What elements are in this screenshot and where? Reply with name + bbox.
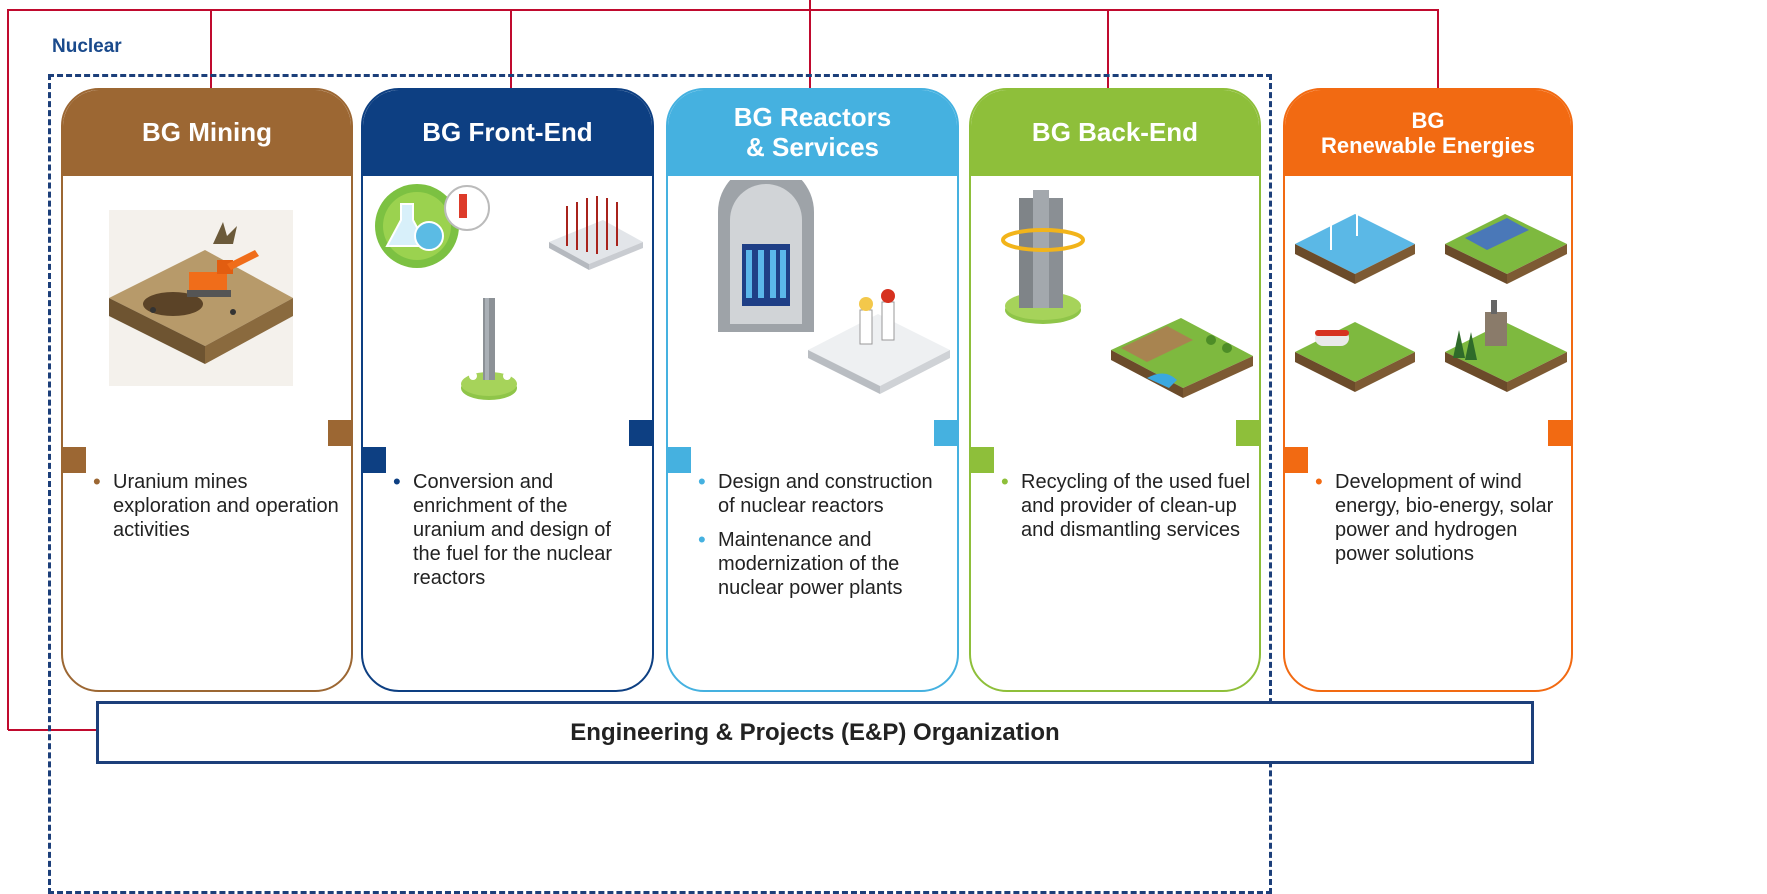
card-bullet-list: •Recycling of the used fuel and provider… [999,470,1251,552]
card-bullet-list: •Design and construction of nuclear reac… [696,470,949,610]
card-title: BG Front-End [422,117,593,148]
nuclear-group-label: Nuclear [52,36,122,57]
card-corner-marker [63,447,86,473]
card-bullet-list: •Conversion and enrichment of the uraniu… [391,470,644,600]
card-bg-reactors-services: BG Reactors & Services •Design and const… [666,88,959,692]
card-header: BG Reactors & Services [668,90,957,176]
wind-solar-bio-hydrogen-icon [1295,208,1567,392]
card-corner-marker [1236,420,1259,446]
mining-excavator-icon [109,210,293,386]
card-bg-back-end: BG Back-End •Recycling of the used fuel … [969,88,1261,692]
list-item: •Recycling of the used fuel and provider… [1001,469,1251,542]
list-item: •Uranium mines exploration and operation… [93,469,339,542]
card-bg-renewable-energies: BG Renewable Energies •Development of wi… [1283,88,1573,692]
chemistry-and-fuel-assembly-icon [375,184,643,400]
list-item: •Development of wind energy, bio-energy,… [1315,469,1554,566]
card-title-line: BG Reactors [733,102,892,133]
list-item: •Design and construction of nuclear reac… [698,469,933,518]
engineering-projects-label: Engineering & Projects (E&P) Organizatio… [570,718,1060,746]
list-item: •Maintenance and modernization of the nu… [698,527,903,600]
reactor-vessel-and-workers-icon [718,180,950,394]
card-title: BG Mining [142,117,272,148]
card-title-line: Renewable Energies [1321,133,1535,158]
card-title: BG Back-End [1031,117,1199,148]
list-item: •Conversion and enrichment of the uraniu… [393,469,613,590]
card-header: BG Renewable Energies [1285,90,1571,176]
card-bullet-list: •Development of wind energy, bio-energy,… [1313,470,1563,576]
card-corner-marker [328,420,351,446]
card-corner-marker [1548,420,1571,446]
card-title-line: & Services [746,132,879,162]
card-corner-marker [363,447,386,473]
card-corner-marker [668,447,691,473]
card-corner-marker [934,420,957,446]
card-corner-marker [971,447,994,473]
card-header: BG Back-End [971,90,1259,176]
card-bullet-list: •Uranium mines exploration and operation… [91,470,343,552]
card-corner-marker [629,420,652,446]
recycling-tower-and-land-icon [1001,190,1253,398]
card-bg-front-end: BG Front-End •Conversion and enrichment … [361,88,654,692]
card-corner-marker [1285,447,1308,473]
card-header: BG Front-End [363,90,652,176]
card-header: BG Mining [63,90,351,176]
card-bg-mining: BG Mining •Uranium mines exploration and… [61,88,353,692]
engineering-projects-box: Engineering & Projects (E&P) Organizatio… [96,701,1534,764]
card-title-line: BG [1411,107,1445,133]
